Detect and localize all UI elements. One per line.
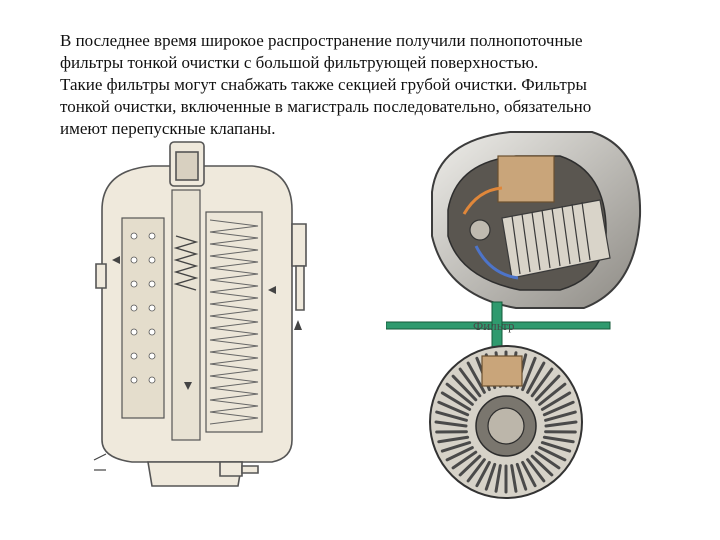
pleat-line (458, 454, 482, 477)
pleat-line (542, 435, 575, 444)
text-line: тонкой очистки, включенные в магистраль … (60, 97, 592, 116)
pleat-line (435, 410, 468, 422)
pleat-line (530, 367, 554, 398)
pleat-line (440, 441, 472, 453)
pleat-line (526, 458, 546, 483)
pleat-line (521, 356, 537, 392)
text-line: В последнее время широкое распространени… (60, 31, 583, 50)
pleat-line (534, 374, 561, 402)
text-line: имеют перепускные клапаны. (60, 119, 276, 138)
pleat-line (544, 420, 578, 428)
pleat-line (521, 460, 537, 488)
pleat-line (540, 441, 572, 453)
body-text: В последнее время широкое распространени… (60, 30, 660, 140)
pleat-line (434, 420, 468, 428)
pleat-line (510, 464, 518, 493)
pleat-line (544, 410, 577, 422)
pleat-line (451, 450, 478, 470)
text-line: фильтры тонкой очистки с большой фильтру… (60, 53, 539, 72)
pleat-line (466, 361, 486, 394)
pleat-line (530, 454, 554, 477)
pleat-line (494, 464, 502, 493)
filter-element-top-view (429, 345, 583, 499)
pleat-line (534, 450, 561, 470)
pleat-line (538, 446, 567, 462)
pleat-line (440, 391, 472, 411)
figure-caption: Фильтр (473, 318, 515, 333)
filter-section-drawing (93, 141, 307, 487)
pleat-line (542, 400, 575, 417)
pleat-line (540, 391, 572, 411)
pleat-line (484, 462, 497, 491)
pleat-line (445, 382, 474, 406)
pleat-line (437, 400, 470, 417)
pleat-line (458, 367, 482, 398)
text-line: Такие фильтры могут снабжать также секци… (60, 75, 587, 94)
pleat-line (475, 460, 491, 488)
pleat-line (437, 435, 470, 444)
pleat-line (445, 446, 474, 462)
pleat-line (526, 361, 546, 394)
pleat-line (538, 382, 567, 406)
pleat-line (466, 458, 486, 483)
filter-cutaway-illustration (431, 131, 642, 309)
pleat-line (515, 462, 528, 491)
pleat-line (451, 374, 478, 402)
